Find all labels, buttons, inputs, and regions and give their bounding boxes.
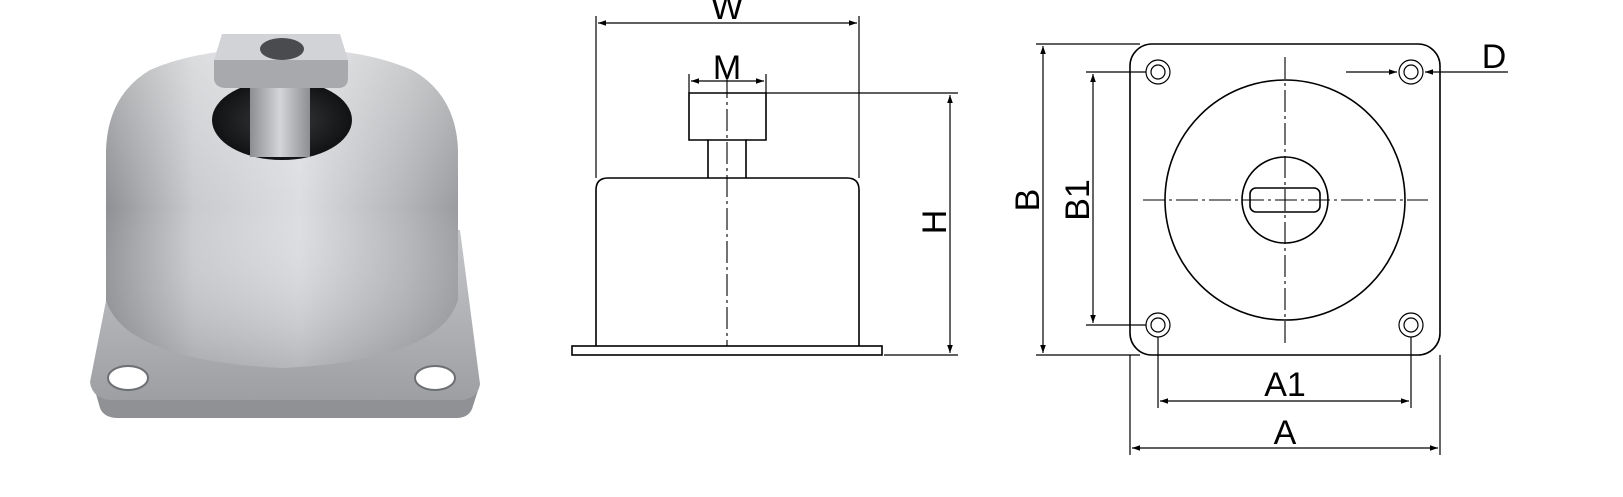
top-view: B B1 A1 A D — [1009, 38, 1508, 455]
hole-br-outer — [1398, 312, 1424, 338]
hole-tr-outer — [1398, 59, 1424, 85]
mount-3d-render — [90, 34, 480, 418]
plate-hole-left — [107, 365, 149, 391]
hole-br-inner — [1403, 317, 1419, 333]
hole-tr-inner — [1403, 64, 1419, 80]
label-h: H — [916, 210, 954, 235]
rubber-body-shade — [106, 48, 458, 368]
side-view: W M H — [571, 0, 958, 356]
bolt-head-side — [214, 60, 348, 88]
label-m: M — [713, 49, 741, 87]
label-b1: B1 — [1059, 179, 1097, 221]
label-d: D — [1482, 38, 1507, 76]
hole-bl-inner — [1150, 317, 1166, 333]
hole-tl-outer — [1145, 59, 1171, 85]
hole-bl-outer — [1145, 312, 1171, 338]
label-a1: A1 — [1264, 366, 1306, 404]
side-base-plate — [571, 345, 883, 356]
hole-tl-inner — [1150, 64, 1166, 80]
label-b: B — [1009, 189, 1047, 212]
side-stud-neck — [707, 139, 747, 178]
bolt-hole — [260, 38, 304, 60]
top-base-outline — [1129, 43, 1441, 356]
plate-hole-right — [414, 365, 456, 391]
bolt-stem — [250, 75, 310, 157]
label-a: A — [1274, 414, 1297, 452]
label-w: W — [711, 0, 743, 27]
